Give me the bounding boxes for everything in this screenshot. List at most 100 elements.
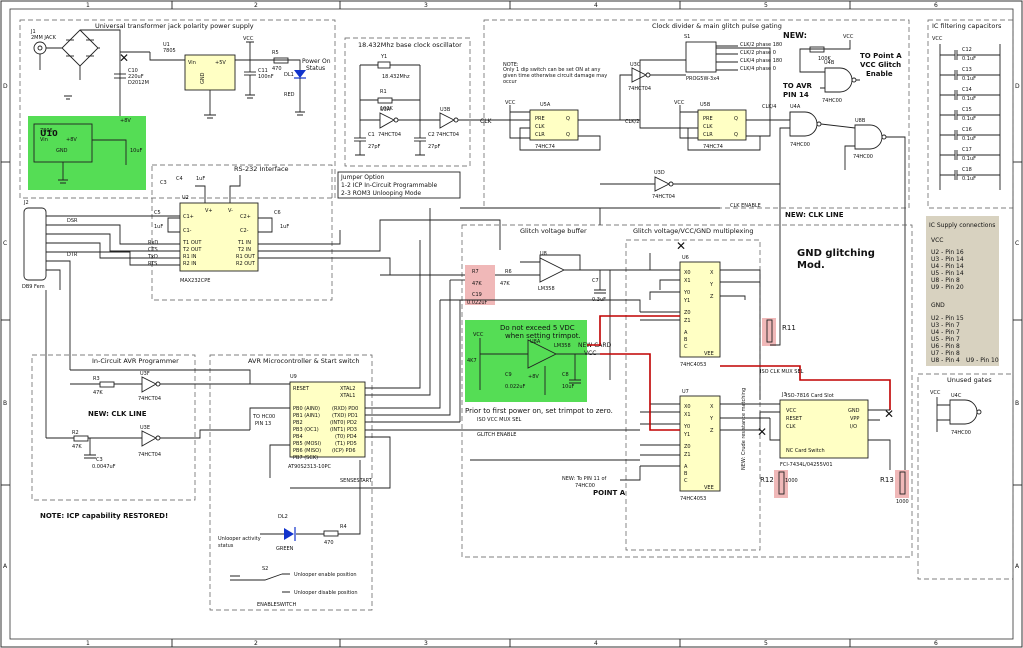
c10-label: C10 [128, 68, 138, 74]
svg-text:X1: X1 [684, 278, 691, 284]
enable-label: Enable [866, 70, 893, 78]
svg-text:(TXD) PD1: (TXD) PD1 [332, 413, 358, 419]
svg-text:(INT1) PD3: (INT1) PD3 [330, 427, 357, 433]
svg-text:VEE: VEE [704, 351, 714, 357]
c5-value: 1uF [154, 224, 163, 230]
svg-text:Z: Z [710, 294, 714, 300]
pos-enable: Unlooper enable position [294, 572, 357, 578]
c7-label: C7 [592, 278, 599, 284]
jumper-0: Jumper Option [340, 174, 385, 181]
status-label: Status [306, 65, 325, 72]
s1-selector-labels: CLK/2 phase 180 CLK/2 phase 0 CLK/4 phas… [740, 42, 782, 72]
dl2-value: GREEN [276, 546, 294, 552]
grid-col-1-bottom: 1 [86, 640, 90, 647]
j3-pin-clk: CLK [786, 424, 796, 430]
plus8-green: +8V [528, 374, 539, 380]
psu-title: Universal transformer jack polarity powe… [95, 22, 254, 30]
red-wire-2 [720, 365, 891, 410]
u5a-label: U5A [540, 102, 551, 108]
u10-plus8: +8V [120, 118, 131, 124]
svg-text:X0: X0 [684, 404, 691, 410]
r4-label: R4 [340, 524, 347, 530]
u7-part: 74HC4053 [680, 496, 706, 502]
c6-value: 1uF [280, 224, 289, 230]
r1-label: R1 [380, 89, 387, 95]
c2-label: C2 [428, 132, 435, 138]
u3c-part: 74HCT04 [628, 86, 651, 92]
gnd-glitching-1: Mod. [797, 260, 825, 271]
j3-code: FCI-7434L/04255V01 [780, 462, 833, 468]
c10-value: 220uF [128, 74, 144, 80]
unused-title: Unused gates [947, 376, 992, 384]
c3b-value: 0.0047uF [92, 464, 116, 470]
svg-text:Y: Y [709, 416, 714, 422]
icp-title: In-Circuit AVR Programmer [92, 357, 179, 365]
u7-pins: X0 X1 Y0 Y1 Z0 Z1 A B C VEE X Y Z [683, 404, 714, 491]
vcc-glitch-label: VCC Glitch [860, 61, 901, 69]
svg-text:PB7 (SCK): PB7 (SCK) [293, 455, 318, 461]
u8b-label: U8B [855, 118, 866, 124]
grid-col-2-bottom: 2 [254, 640, 258, 647]
svg-text:C: C [684, 344, 688, 350]
u3f-part: 74HCT04 [138, 396, 161, 402]
u5b-label: U5B [700, 102, 711, 108]
new-clk-line2: NEW: CLK LINE [88, 410, 147, 418]
grid-row-c: C [3, 240, 7, 247]
s1-part: PROG5W-3x4 [686, 76, 719, 82]
r4-value: 470 [324, 540, 334, 546]
vcc-filter: VCC [932, 36, 943, 42]
cap-c16: C16 [962, 127, 972, 133]
jack-label: J1 [30, 29, 36, 35]
u9-right-pins: XTAL2 XTAL1 (RXD) PD0 (TXD) PD1 (INT0) P… [330, 386, 358, 454]
j3-pin-reset: RESET [786, 416, 803, 422]
u9-label: U9 [290, 374, 297, 380]
supply-vcc-title: VCC [931, 237, 943, 244]
svg-text:PB2: PB2 [293, 420, 303, 426]
cut-mark-1: ✕ [119, 51, 129, 65]
avr-section: AVR Microcontroller & Start switch U9 AT… [209, 208, 472, 611]
svg-text:Q: Q [734, 132, 738, 138]
supply-vcc-4: U8 - Pin 8 [931, 277, 960, 284]
u10-gnd: GND [56, 148, 68, 154]
c1-value: 27pF [368, 144, 381, 150]
supply-vcc-0: U2 - Pin 16 [931, 249, 964, 256]
grid-col-6: 6 [934, 2, 938, 9]
svg-text:C2+: C2+ [240, 214, 251, 220]
unlooper-status-1: status [218, 543, 234, 549]
grid-row-d-right: D [1015, 83, 1020, 90]
j2-label: J2 [23, 200, 29, 206]
u4c-label: U4C [951, 393, 962, 399]
u2-pins: C1+ C1- C2+ C2- T1 OUT T2 OUT R1 IN R2 I… [182, 208, 256, 267]
svg-text:R1 OUT: R1 OUT [236, 254, 256, 260]
cap-c18: C18 [962, 167, 972, 173]
supply-vcc-2: U4 - Pin 14 [931, 263, 964, 270]
clk-sel-1: CLK/2 phase 0 [740, 50, 776, 56]
svg-text:B: B [684, 471, 688, 477]
u6-pins: X0 X1 Y0 Y1 Z0 Z1 A B C VEE X Y Z [683, 270, 714, 357]
u5b-part: 74HC74 [703, 144, 723, 150]
u4b-label: U4B [824, 60, 835, 66]
jack-sub: 2MM JACK [31, 35, 57, 41]
r11-label: R11 [782, 324, 796, 332]
r13-label: R13 [880, 476, 894, 484]
svg-text:XTAL1: XTAL1 [340, 393, 355, 399]
grid-col-4: 4 [594, 2, 598, 9]
u8b-op-part: LM358 [538, 286, 555, 292]
cap-c17: C17 [962, 147, 972, 153]
svg-text:CLK: CLK [535, 124, 545, 130]
clk-sel-2: CLK/4 phase 180 [740, 58, 782, 64]
iso-clk-label: ISO CLK MUX SEL [760, 369, 804, 375]
svg-text:C: C [684, 478, 688, 484]
svg-text:RESET: RESET [293, 386, 310, 392]
u10-out: +8V [66, 137, 77, 143]
j3-pin-vcc: VCC [786, 408, 797, 414]
svg-text:C2-: C2- [240, 228, 249, 234]
cap-c15: C15 [962, 107, 972, 113]
oscillator-section: 18.432Mhz base clock oscillator Y1 18.43… [344, 37, 493, 167]
svg-text:T2 IN: T2 IN [237, 247, 251, 253]
glitch-enable: GLITCH ENABLE [477, 432, 516, 438]
vcc-green: VCC [473, 332, 484, 338]
u3a-part: 74HCT04 [378, 132, 401, 138]
r1000-r13: 1000 [896, 499, 909, 505]
svg-text:0.1uF: 0.1uF [962, 116, 976, 122]
